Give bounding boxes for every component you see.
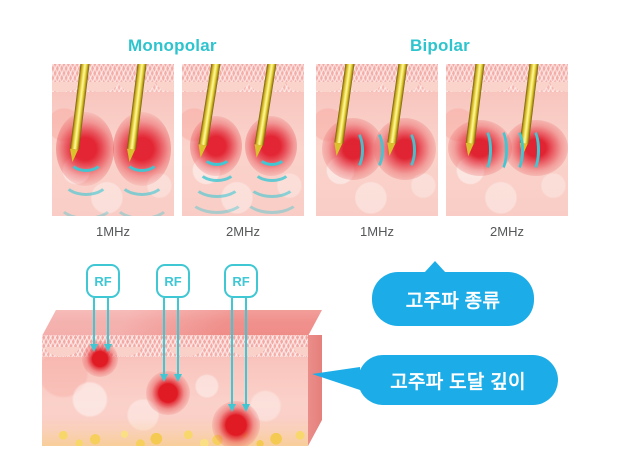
rf-beam-arrow — [227, 404, 236, 412]
dermal-junction — [446, 82, 568, 104]
rf-beam-arrow — [103, 344, 112, 352]
skin-surface-highlight — [42, 310, 322, 336]
skin-side-face — [308, 335, 322, 446]
callout-label: 고주파 도달 깊이 — [390, 371, 526, 393]
panel-bipolar-2mhz — [446, 64, 568, 216]
dermal-junction — [316, 82, 438, 104]
callout-rf-type[interactable]: 고주파 종류 — [372, 261, 534, 326]
callout-tail-left — [312, 367, 360, 390]
panel-monopolar-2mhz — [182, 64, 304, 216]
rf-arc — [492, 128, 508, 172]
rf-beam — [177, 298, 179, 376]
rf-beam-arrow — [173, 374, 182, 382]
panel-caption: 1MHz — [96, 224, 130, 239]
heading-monopolar: Monopolar — [128, 36, 217, 55]
skin-depth-diagram — [42, 310, 322, 446]
needle-tip — [464, 142, 474, 157]
rf-badge-label: RF — [164, 273, 182, 289]
rf-badge-label: RF — [94, 273, 112, 289]
rf-beam-arrow — [89, 344, 98, 352]
rf-arc — [346, 130, 364, 170]
callout-tail-up — [424, 261, 446, 273]
rf-beam — [93, 298, 95, 346]
subcutaneous-fat-layer — [42, 418, 308, 446]
dermal-junction — [182, 82, 304, 104]
rf-arc — [112, 182, 172, 216]
rf-source-badge-3[interactable]: RF — [224, 264, 258, 298]
dermal-junction — [52, 82, 174, 104]
rf-beam — [231, 298, 233, 406]
callout-rf-depth[interactable]: 고주파 도달 깊이 — [312, 355, 558, 405]
rf-beam — [107, 298, 109, 346]
rf-arc — [476, 128, 492, 172]
panel-bipolar-1mhz — [316, 64, 438, 216]
panel-caption: 1MHz — [360, 224, 394, 239]
rf-arc — [524, 128, 540, 172]
rf-arc — [56, 182, 116, 216]
rf-source-badge-1[interactable]: RF — [86, 264, 120, 298]
rf-arc — [508, 128, 524, 172]
rf-arc — [398, 130, 416, 170]
skin-cross-section — [42, 335, 308, 446]
rf-beam — [163, 298, 165, 376]
heading-bipolar: Bipolar — [410, 36, 470, 55]
panel-caption: 2MHz — [490, 224, 524, 239]
panel-caption: 2MHz — [226, 224, 260, 239]
rf-source-badge-2[interactable]: RF — [156, 264, 190, 298]
rf-beam — [245, 298, 247, 406]
rf-beam-arrow — [241, 404, 250, 412]
rf-badge-label: RF — [232, 273, 250, 289]
rf-arc — [366, 130, 384, 170]
rf-beam-arrow — [159, 374, 168, 382]
skin-surface-top — [42, 310, 322, 336]
rf-target-deep — [212, 401, 260, 446]
callout-label: 고주파 종류 — [405, 290, 501, 312]
rf-target-medium — [146, 371, 190, 415]
panel-monopolar-1mhz — [52, 64, 174, 216]
rf-target-shallow — [82, 341, 118, 377]
